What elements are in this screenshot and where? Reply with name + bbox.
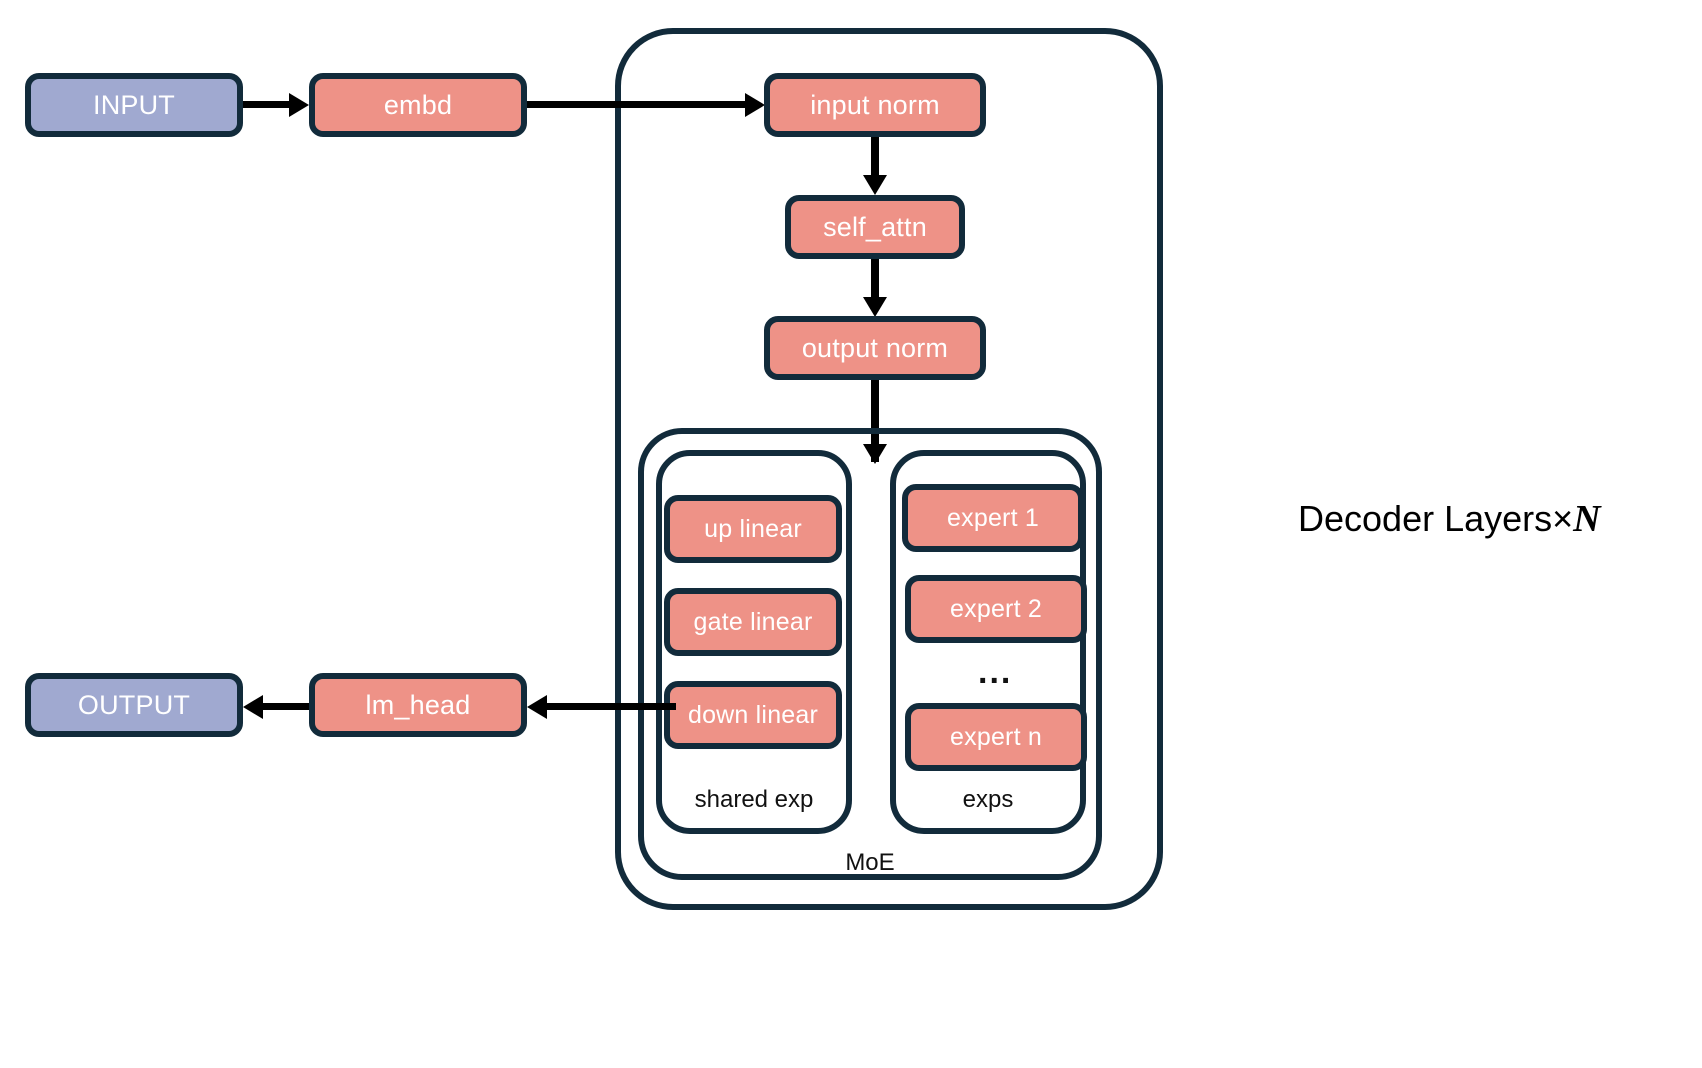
node-output-norm[interactable]: output norm <box>764 316 986 380</box>
node-output-label: OUTPUT <box>77 689 191 720</box>
connector-decoder-to-lm-head <box>545 703 676 710</box>
node-up-linear-label: up linear <box>704 514 802 543</box>
exps-label: exps <box>962 786 1014 813</box>
node-lm-head-label: lm_head <box>365 689 471 720</box>
node-expert-n-label: expert n <box>950 722 1042 751</box>
node-embd[interactable]: embd <box>309 73 527 137</box>
moe-container <box>638 428 1102 880</box>
node-gate-linear-label: gate linear <box>693 607 813 636</box>
shared-exp-container <box>656 450 852 834</box>
node-self-attn-label: self_attn <box>823 211 927 242</box>
decoder-multiplier-symbol: × <box>1552 498 1574 539</box>
moe-label: MoE <box>845 849 895 876</box>
connector-output-norm-to-moe <box>871 380 879 462</box>
arrowhead-embd-to-input-norm <box>745 93 765 117</box>
node-down-linear[interactable]: down linear <box>664 681 842 749</box>
arrowhead-output-norm-to-moe <box>863 444 887 464</box>
experts-ellipsis: ... <box>978 653 1013 691</box>
node-up-linear[interactable]: up linear <box>664 495 842 563</box>
node-self-attn[interactable]: self_attn <box>785 195 965 259</box>
exps-container <box>890 450 1086 834</box>
arrowhead-lm-head-to-output <box>243 695 263 719</box>
node-expert-1-label: expert 1 <box>947 503 1039 532</box>
node-embd-label: embd <box>383 89 453 120</box>
arrowhead-decoder-to-lm-head <box>527 695 547 719</box>
node-expert-2[interactable]: expert 2 <box>905 575 1087 643</box>
node-input-label: INPUT <box>93 89 175 120</box>
node-output-norm-label: output norm <box>801 332 949 363</box>
connector-self-attn-to-output-norm <box>871 259 879 307</box>
arrowhead-input-to-embd <box>289 93 309 117</box>
connector-input-to-embd <box>243 101 291 108</box>
decoder-multiplier-var: N <box>1573 498 1601 540</box>
shared-exp-label: shared exp <box>694 786 814 813</box>
node-expert-n[interactable]: expert n <box>905 703 1087 771</box>
node-gate-linear[interactable]: gate linear <box>664 588 842 656</box>
decoder-layers-caption: Decoder Layers×N <box>1298 500 1601 538</box>
connector-embd-to-input-norm <box>527 101 749 108</box>
node-input-norm[interactable]: input norm <box>764 73 986 137</box>
node-expert-2-label: expert 2 <box>950 594 1042 623</box>
decoder-layers-text: Decoder Layers <box>1298 498 1553 539</box>
node-expert-1[interactable]: expert 1 <box>902 484 1084 552</box>
node-lm-head[interactable]: lm_head <box>309 673 527 737</box>
node-down-linear-label: down linear <box>687 700 819 729</box>
arrowhead-input-norm-to-self-attn <box>863 175 887 195</box>
connector-lm-head-to-output <box>261 703 309 710</box>
node-output[interactable]: OUTPUT <box>25 673 243 737</box>
connector-input-norm-to-self-attn <box>871 137 879 183</box>
decoder-layers-container <box>615 28 1163 910</box>
node-input[interactable]: INPUT <box>25 73 243 137</box>
node-input-norm-label: input norm <box>810 89 940 120</box>
arrowhead-self-attn-to-output-norm <box>863 297 887 317</box>
